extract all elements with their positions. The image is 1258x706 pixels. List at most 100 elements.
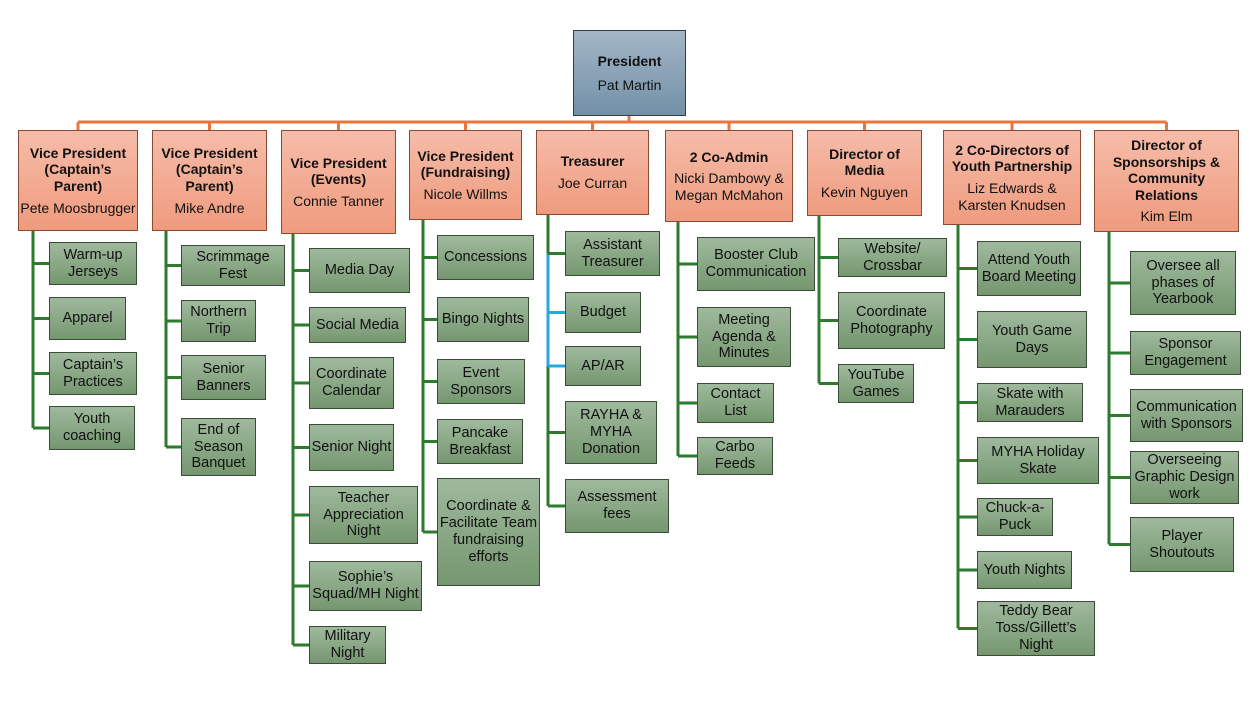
task-box[interactable]: Coordinate & Facilitate Team fundraising… [437,478,540,586]
task-label: Youth coaching [62,411,122,444]
task-box[interactable]: Coordinate Calendar [309,357,394,409]
task-box[interactable]: Skate with Marauders [977,383,1083,422]
task-box[interactable]: Youth Game Days [977,311,1087,368]
task-box[interactable]: Teacher Appreciation Night [309,486,418,544]
task-box[interactable]: Sophie’s Squad/MH Night [309,561,422,611]
task-box[interactable]: Pancake Breakfast [437,419,523,464]
task-box[interactable]: Social Media [309,307,406,343]
department-title: 2 Co-Directors of Youth Partnership [951,141,1073,175]
task-box[interactable]: Senior Banners [181,355,266,400]
task-label: Youth Nights [983,561,1066,578]
task-box[interactable]: Attend Youth Board Meeting [977,241,1081,296]
department-head-box[interactable]: Vice President (Captain’s Parent) Mike An… [152,130,267,231]
task-box[interactable]: Teddy Bear Toss/Gillett’s Night [977,601,1095,656]
task-box[interactable]: MYHA Holiday Skate [977,437,1099,484]
task-box[interactable]: Event Sponsors [437,359,525,404]
task-label: Coordinate & Facilitate Team fundraising… [439,498,538,565]
department-person: Connie Tanner [293,192,384,209]
task-label: Website/ Crossbar [863,240,922,274]
task-label: Social Media [315,316,399,333]
department-person: Liz Edwards & Karsten Knudsen [958,180,1066,213]
task-box[interactable]: Oversee all phases of Yearbook [1130,251,1236,315]
task-label: Assistant Treasurer [581,236,644,270]
task-label: Captain’s Practices [62,356,124,390]
task-label: MYHA Holiday Skate [991,443,1085,477]
task-box[interactable]: Budget [565,292,641,333]
task-box[interactable]: Assistant Treasurer [565,231,660,276]
task-box[interactable]: End of Season Banquet [181,418,256,476]
task-box[interactable]: Player Shoutouts [1130,517,1234,572]
task-box[interactable]: Meeting Agenda & Minutes [697,307,791,367]
department-head-box[interactable]: Vice President (Captain’s Parent)Pete Mo… [18,130,138,231]
task-box[interactable]: Website/ Crossbar [838,238,947,277]
task-label: Northern Trip [190,304,247,337]
task-box[interactable]: Media Day [309,248,410,293]
task-box[interactable]: Senior Night [309,424,394,471]
president-title: President [597,52,662,69]
task-label: Senior Banners [196,360,251,394]
task-label: Event Sponsors [450,364,512,398]
task-label: Youth Game Days [991,322,1073,356]
task-label: Budget [580,304,626,321]
task-box[interactable]: Chuck-a-Puck [977,498,1053,536]
task-label: Military Night [324,628,371,661]
task-box[interactable]: Booster Club Communication [697,237,815,291]
task-box[interactable]: YouTube Games [838,364,914,403]
task-label: Player Shoutouts [1149,527,1215,561]
department-head-box[interactable]: Vice President (Events) Connie Tanner [281,130,396,234]
department-person: Mike Andre [174,199,245,216]
task-box[interactable]: AP/AR [565,346,641,386]
task-label: Warm-up Jerseys [63,246,123,280]
task-box[interactable]: Apparel [49,297,126,340]
task-box[interactable]: Bingo Nights [437,297,529,342]
department-title: Vice President (Captain’s Parent) [161,144,258,194]
department-head-box[interactable]: Director of Sponsorships & Community Rel… [1094,130,1239,232]
task-label: YouTube Games [847,366,905,400]
department-head-box[interactable]: Vice President (Fundraising) Nicole Willm… [409,130,522,220]
task-label: Carbo Feeds [714,439,756,472]
department-title: Vice President (Fundraising) [417,147,514,181]
department-person: Nicki Dambowy & Megan McMahon [674,170,784,203]
task-box[interactable]: Captain’s Practices [49,352,137,395]
task-label: Coordinate Calendar [316,366,387,399]
task-label: Teacher Appreciation Night [323,489,404,540]
task-box[interactable]: Scrimmage Fest [181,245,285,286]
task-box[interactable]: Contact List [697,383,774,423]
department-person: Nicole Willms [423,185,508,202]
task-label: Sponsor Engagement [1144,336,1227,369]
task-box[interactable]: Northern Trip [181,300,256,342]
task-label: Concessions [443,249,527,266]
department-title: Director of Sponsorships & Community Rel… [1112,137,1221,203]
task-box[interactable]: RAYHA & MYHA Donation [565,401,657,464]
task-label: Teddy Bear Toss/Gillett’s Night [995,603,1077,653]
task-box[interactable]: Concessions [437,235,534,280]
task-box[interactable]: Communication with Sponsors [1130,389,1243,442]
task-box[interactable]: Youth coaching [49,406,135,450]
task-box[interactable]: Assessment fees [565,479,669,533]
task-box[interactable]: Military Night [309,626,386,664]
task-box[interactable]: Carbo Feeds [697,437,773,475]
task-box[interactable]: Youth Nights [977,551,1072,589]
task-label: Skate with Marauders [995,385,1065,419]
president-box[interactable]: President Pat Martin [573,30,686,116]
department-title: Vice President (Events) [290,154,387,188]
department-title: Treasurer [560,153,625,170]
task-label: Contact List [710,386,761,419]
task-label: Bingo Nights [441,311,525,328]
department-title: 2 Co-Admin [689,148,769,165]
task-label: Pancake Breakfast [449,424,511,458]
task-label: Communication with Sponsors [1136,398,1237,432]
task-label: RAYHA & MYHA Donation [580,407,642,457]
task-label: Meeting Agenda & Minutes [712,311,776,362]
task-box[interactable]: Coordinate Photography [838,292,945,349]
department-person: Kim Elm [1140,208,1193,225]
task-box[interactable]: Warm-up Jerseys [49,242,137,285]
task-label: Assessment fees [577,489,657,522]
task-box[interactable]: Sponsor Engagement [1130,331,1241,375]
task-box[interactable]: Overseeing Graphic Design work [1130,451,1239,504]
